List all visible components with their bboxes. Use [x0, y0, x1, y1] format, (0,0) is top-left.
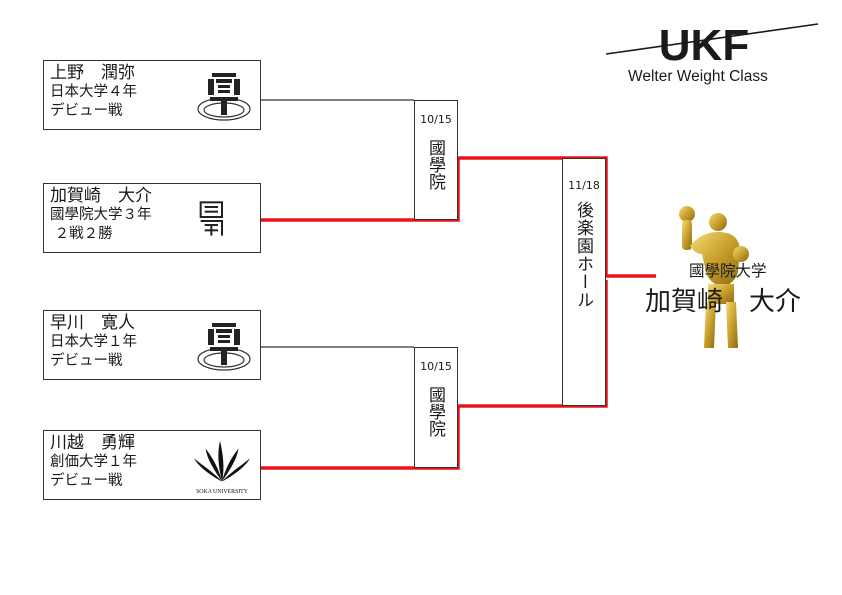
player-school: 日本大学４年 [50, 84, 137, 100]
final-date: 11/18 [568, 179, 600, 192]
match-winner: 國學院 [425, 139, 445, 190]
semifinal-box-2: 10/15 國學院 [414, 347, 458, 468]
match-date: 10/15 [420, 113, 452, 126]
champion-school: 國學院大学 [689, 262, 767, 280]
player-name: 早川 寛人 [50, 313, 135, 333]
final-box: 11/18 後楽園ホール [562, 158, 606, 406]
player-name: 加賀崎 大介 [50, 186, 152, 206]
player-card-1: 上野 潤弥 日本大学４年 デビュー戦 [43, 60, 261, 130]
champion-name: 加賀崎 大介 [645, 287, 802, 317]
nihon-university-emblem-icon [197, 73, 251, 121]
player-record: デビュー戦 [50, 103, 123, 119]
soka-university-emblem-icon: SOKA UNIVERSITY [193, 440, 251, 495]
player-card-3: 早川 寛人 日本大学１年 デビュー戦 [43, 310, 261, 380]
winner-line-p2 [261, 156, 656, 278]
player-card-2: 加賀崎 大介 國學院大学３年 ２戦２勝 [43, 183, 261, 253]
player-school: 國學院大学３年 [50, 207, 152, 223]
match-winner: 國學院 [425, 386, 445, 437]
emblem-text: SOKA UNIVERSITY [196, 489, 249, 495]
boxer-trophy-icon [679, 206, 749, 348]
match-date: 10/15 [420, 360, 452, 373]
final-venue: 後楽園ホール [573, 201, 593, 309]
player-school: 日本大学１年 [50, 334, 137, 350]
nihon-university-emblem-icon [197, 323, 251, 371]
semifinal-box-1: 10/15 國學院 [414, 100, 458, 220]
player-school: 創価大学１年 [50, 454, 137, 470]
weight-class-label: Welter Weight Class [628, 68, 768, 85]
ukf-logo-mark: UKF [605, 21, 819, 70]
player-record: デビュー戦 [50, 353, 123, 369]
ukf-logo: UKF Welter Weight Class [605, 18, 822, 92]
player-name: 川越 勇輝 [50, 433, 135, 453]
player-card-4: 川越 勇輝 創価大学１年 デビュー戦 SOKA UNIVERSITY [43, 430, 261, 500]
player-record: デビュー戦 [50, 473, 123, 489]
winner-line-p4 [261, 280, 608, 470]
kokugakuin-emblem-icon [199, 201, 223, 236]
player-record: ２戦２勝 [50, 226, 113, 242]
player-name: 上野 潤弥 [50, 63, 135, 83]
logo-text: UKF [659, 21, 749, 68]
